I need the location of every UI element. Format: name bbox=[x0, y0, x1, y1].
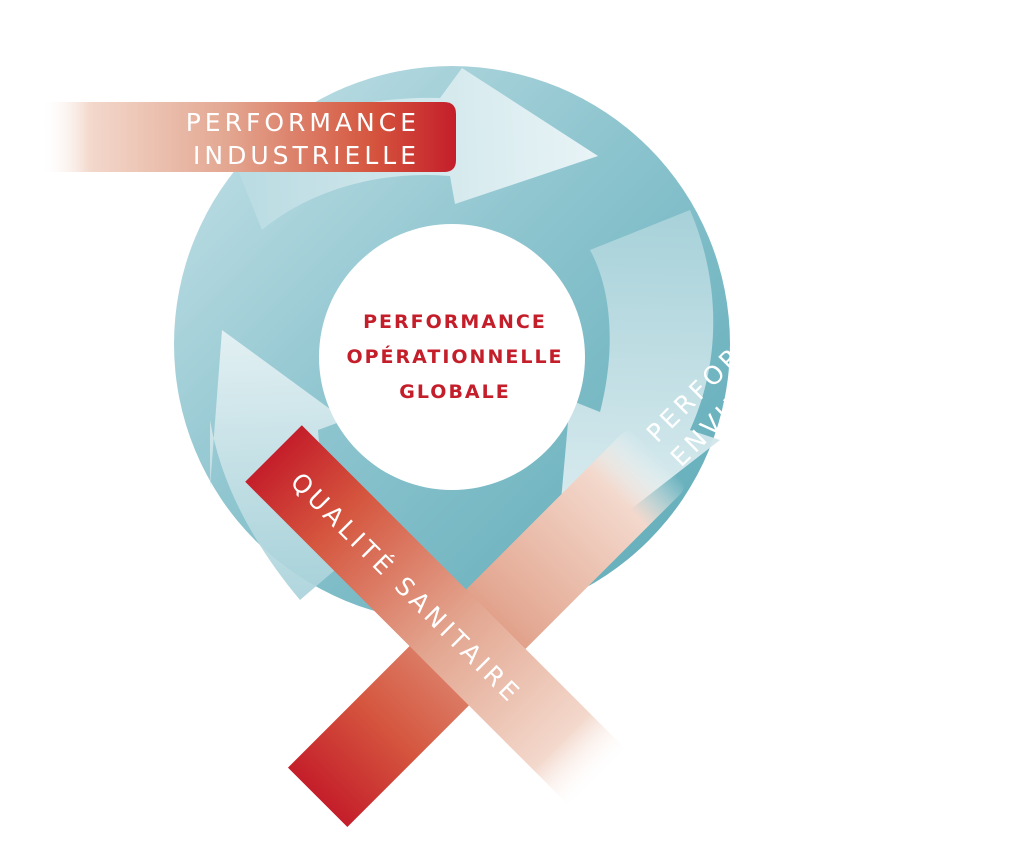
center-line-3: GLOBALE bbox=[399, 381, 510, 403]
center-line-1: PERFORMANCE bbox=[363, 311, 547, 333]
band-industrielle-line-1: PERFORMANCE bbox=[186, 108, 420, 137]
band-industrielle: PERFORMANCE INDUSTRIELLE bbox=[40, 102, 456, 172]
center-label: PERFORMANCE OPÉRATIONNELLE GLOBALE bbox=[346, 311, 563, 403]
center-circle bbox=[319, 224, 585, 490]
band-industrielle-line-2: INDUSTRIELLE bbox=[193, 141, 420, 170]
center-line-2: OPÉRATIONNELLE bbox=[346, 345, 563, 368]
